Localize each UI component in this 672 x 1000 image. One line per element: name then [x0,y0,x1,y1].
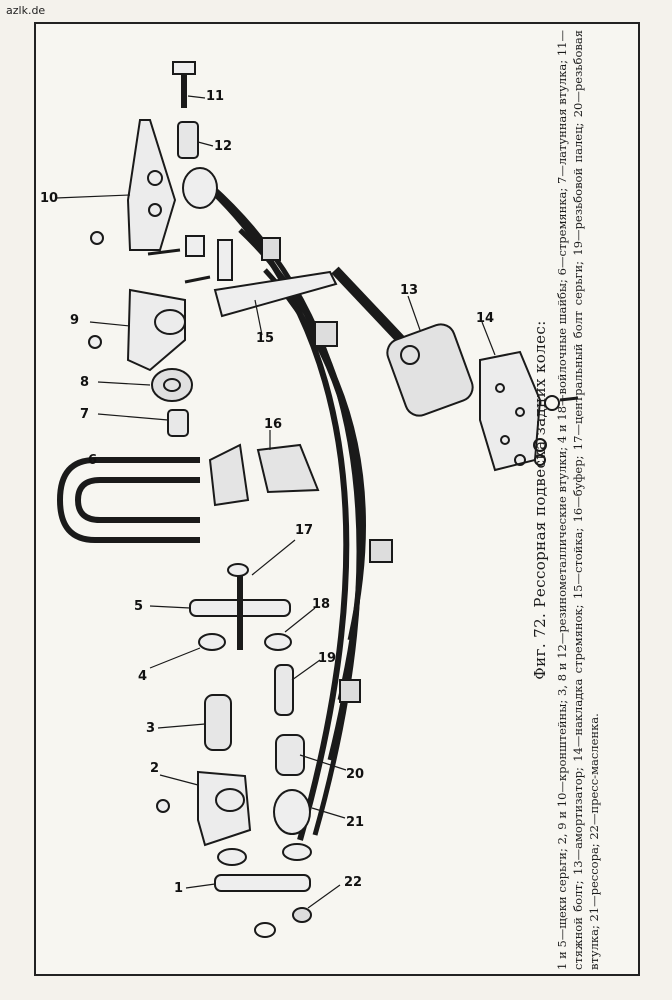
label-2: 2 [150,761,159,776]
figure-title: Фиг. 72. Рессорная подвеска задних колес… [531,320,549,680]
label-21: 21 [346,815,364,830]
leaf-spring [182,167,393,841]
figure-caption: Фиг. 72. Рессорная подвеска задних колес… [531,30,602,970]
label-19: 19 [318,651,336,666]
label-9: 9 [70,313,79,328]
label-17: 17 [295,523,313,538]
label-16: 16 [264,417,282,432]
label-1: 1 [174,881,183,896]
label-22: 22 [344,875,362,890]
label-6: 6 [88,453,97,468]
bolt-11 [172,61,196,108]
label-5: 5 [134,599,143,614]
label-7: 7 [80,407,89,422]
u-bolt-6 [56,457,200,543]
bracket-9 [126,288,186,372]
label-4: 4 [138,669,147,684]
label-11: 11 [206,89,224,104]
label-10: 10 [40,191,58,206]
label-20: 20 [346,767,364,782]
figure-legend: 1 и 5—щеки серьги; 2, 9 и 10—кронштейны;… [555,30,601,970]
label-8: 8 [80,375,89,390]
bushing-12 [177,121,199,159]
label-18: 18 [312,597,330,612]
shock-absorber-13 [331,266,474,417]
label-3: 3 [146,721,155,736]
bracket-2 [197,770,252,847]
label-15: 15 [256,331,274,346]
label-14: 14 [476,311,494,326]
label-13: 13 [400,283,418,298]
label-12: 12 [214,139,232,154]
site-watermark: azlk.de [6,4,46,17]
shackle-cheek-1 [214,874,311,892]
